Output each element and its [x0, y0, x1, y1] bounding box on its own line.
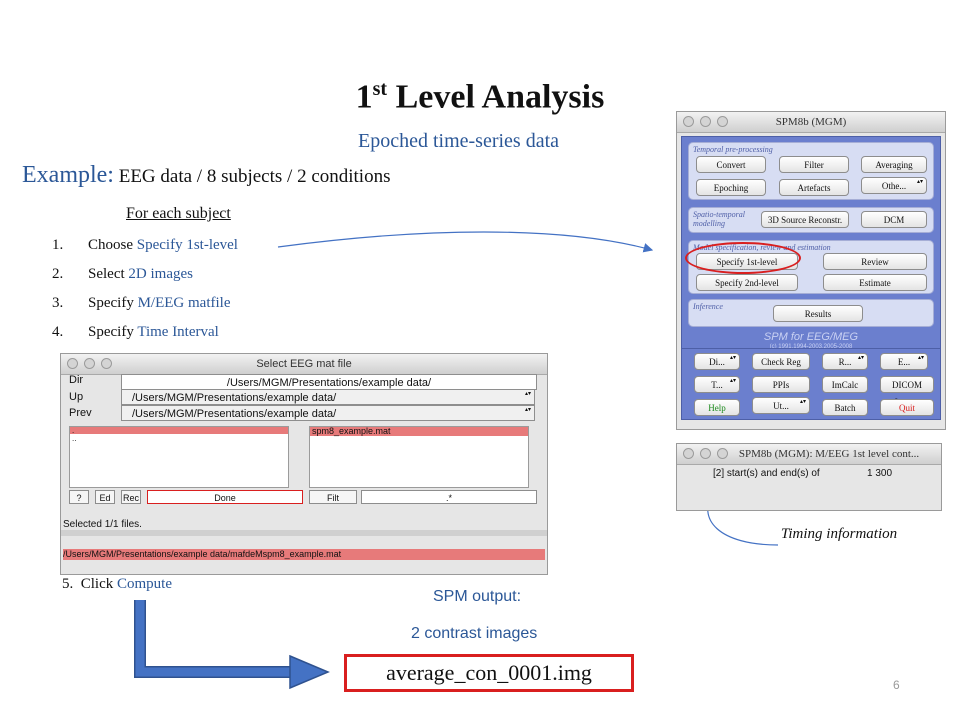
- recent-button[interactable]: Rec: [121, 490, 141, 504]
- example-text: EEG data / 8 subjects / 2 conditions: [113, 166, 391, 187]
- list-item[interactable]: spm8_example.mat: [310, 427, 528, 436]
- slide-title: 1st Level Analysis: [355, 78, 605, 116]
- minimize-light-icon[interactable]: [700, 116, 711, 127]
- edit-button[interactable]: Ed: [95, 490, 115, 504]
- spm-main-window: SPM8b (MGM) Temporal pre-processing Conv…: [676, 111, 946, 430]
- other-dropdown[interactable]: Othe...: [861, 177, 927, 194]
- filter-button[interactable]: Filter: [779, 156, 849, 173]
- directory-list[interactable]: . ..: [69, 426, 289, 488]
- close-light-icon[interactable]: [683, 116, 694, 127]
- contrast-images-label: 2 contrast images: [411, 625, 538, 642]
- convert-button[interactable]: Convert: [696, 156, 766, 173]
- file-list[interactable]: spm8_example.mat: [309, 426, 529, 488]
- spm-tools-panel: Di... Check Reg R... E... T... PPIs ImCa…: [681, 348, 941, 420]
- example-line: Example: EEG data / 8 subjects / 2 condi…: [22, 162, 390, 189]
- check-reg-button[interactable]: Check Reg: [752, 353, 810, 370]
- minimize-light-icon[interactable]: [700, 448, 711, 459]
- review-button[interactable]: Review: [823, 253, 927, 270]
- source-reconstr-button[interactable]: 3D Source Reconstr.: [761, 211, 849, 228]
- display-dropdown[interactable]: Di...: [694, 353, 740, 370]
- status-text: Selected 1/1 files.: [63, 519, 142, 530]
- quit-button[interactable]: Quit: [880, 399, 934, 416]
- spm-output-label: SPM output:: [433, 588, 522, 605]
- page-number: 6: [893, 678, 900, 692]
- step-item: 3.Specify M/EEG matfile: [52, 295, 231, 311]
- up-label: Up: [69, 391, 84, 403]
- prev-label: Prev: [69, 407, 92, 419]
- spm-brand: SPM for EEG/MEG: [763, 331, 859, 343]
- imcalc-button[interactable]: ImCalc: [822, 376, 868, 393]
- specify-2nd-level-button[interactable]: Specify 2nd-level: [696, 274, 798, 291]
- epoching-button[interactable]: Epoching: [696, 179, 766, 196]
- spatio-panel: Spatio-temporal modelling 3D Source Reco…: [688, 207, 934, 233]
- close-light-icon[interactable]: [683, 448, 694, 459]
- step-item: 4.Specify Time Interval: [52, 324, 219, 340]
- render-dropdown[interactable]: R...: [822, 353, 868, 370]
- utils-dropdown[interactable]: Ut...: [752, 397, 810, 414]
- dir-field[interactable]: /Users/MGM/Presentations/example data/: [121, 374, 537, 390]
- help-button[interactable]: Help: [694, 399, 740, 416]
- zoom-light-icon[interactable]: [717, 448, 728, 459]
- timing-window: SPM8b (MGM): M/EEG 1st level cont... [2]…: [676, 443, 942, 511]
- highlight-ellipse: [685, 242, 801, 274]
- step-item: 5. Click Compute: [62, 576, 172, 592]
- timing-prompt: [2] start(s) and end(s) of: [713, 468, 820, 479]
- artefacts-button[interactable]: Artefacts: [779, 179, 849, 196]
- up-dropdown[interactable]: /Users/MGM/Presentations/example data/: [121, 389, 535, 405]
- toolbox-dropdown[interactable]: T...: [694, 376, 740, 393]
- filter-button[interactable]: Filt: [309, 490, 357, 504]
- compute-flow-arrow: [134, 600, 292, 678]
- inference-panel: Inference Results: [688, 299, 934, 327]
- minimize-light-icon[interactable]: [84, 358, 95, 369]
- ppis-button[interactable]: PPIs: [752, 376, 810, 393]
- for-each-heading: For each subject: [126, 205, 231, 222]
- estimate-button[interactable]: Estimate: [823, 274, 927, 291]
- slide-subtitle: Epoched time-series data: [358, 130, 560, 152]
- dir-label: Dir: [69, 374, 84, 386]
- zoom-light-icon[interactable]: [101, 358, 112, 369]
- zoom-light-icon[interactable]: [717, 116, 728, 127]
- list-item[interactable]: .: [70, 427, 288, 435]
- results-button[interactable]: Results: [773, 305, 863, 322]
- arrow-to-specify: [277, 231, 654, 253]
- selected-file[interactable]: /Users/MGM/Presentations/example data/ma…: [63, 549, 545, 560]
- output-file-box: average_con_0001.img: [344, 654, 634, 692]
- dcm-button[interactable]: DCM: [861, 211, 927, 228]
- close-light-icon[interactable]: [67, 358, 78, 369]
- timing-note: Timing information: [780, 526, 898, 542]
- averaging-button[interactable]: Averaging: [861, 156, 927, 173]
- prev-dropdown[interactable]: /Users/MGM/Presentations/example data/: [121, 405, 535, 421]
- list-item[interactable]: ..: [72, 434, 77, 443]
- temporal-panel: Temporal pre-processing Convert Filter A…: [688, 142, 934, 200]
- batch-button[interactable]: Batch: [822, 399, 868, 416]
- filter-input[interactable]: .*: [361, 490, 537, 504]
- step-item: 2.Select 2D images: [52, 266, 193, 282]
- dicom-import-button[interactable]: DICOM Import: [880, 376, 934, 407]
- e-dropdown[interactable]: E...: [880, 353, 928, 370]
- step-item: 1.Choose Specify 1st-level: [52, 237, 238, 253]
- help-query-button[interactable]: ?: [69, 490, 89, 504]
- timing-value[interactable]: 1 300: [867, 468, 893, 479]
- spm-titlebar: SPM8b (MGM): [677, 112, 945, 133]
- select-file-window: Select EEG mat file Dir /Users/MGM/Prese…: [60, 353, 548, 575]
- done-button[interactable]: Done: [147, 490, 303, 504]
- spm-copyright: (c) 1991,1994-2003,2005-2008: [769, 344, 853, 350]
- example-label: Example:: [22, 162, 114, 188]
